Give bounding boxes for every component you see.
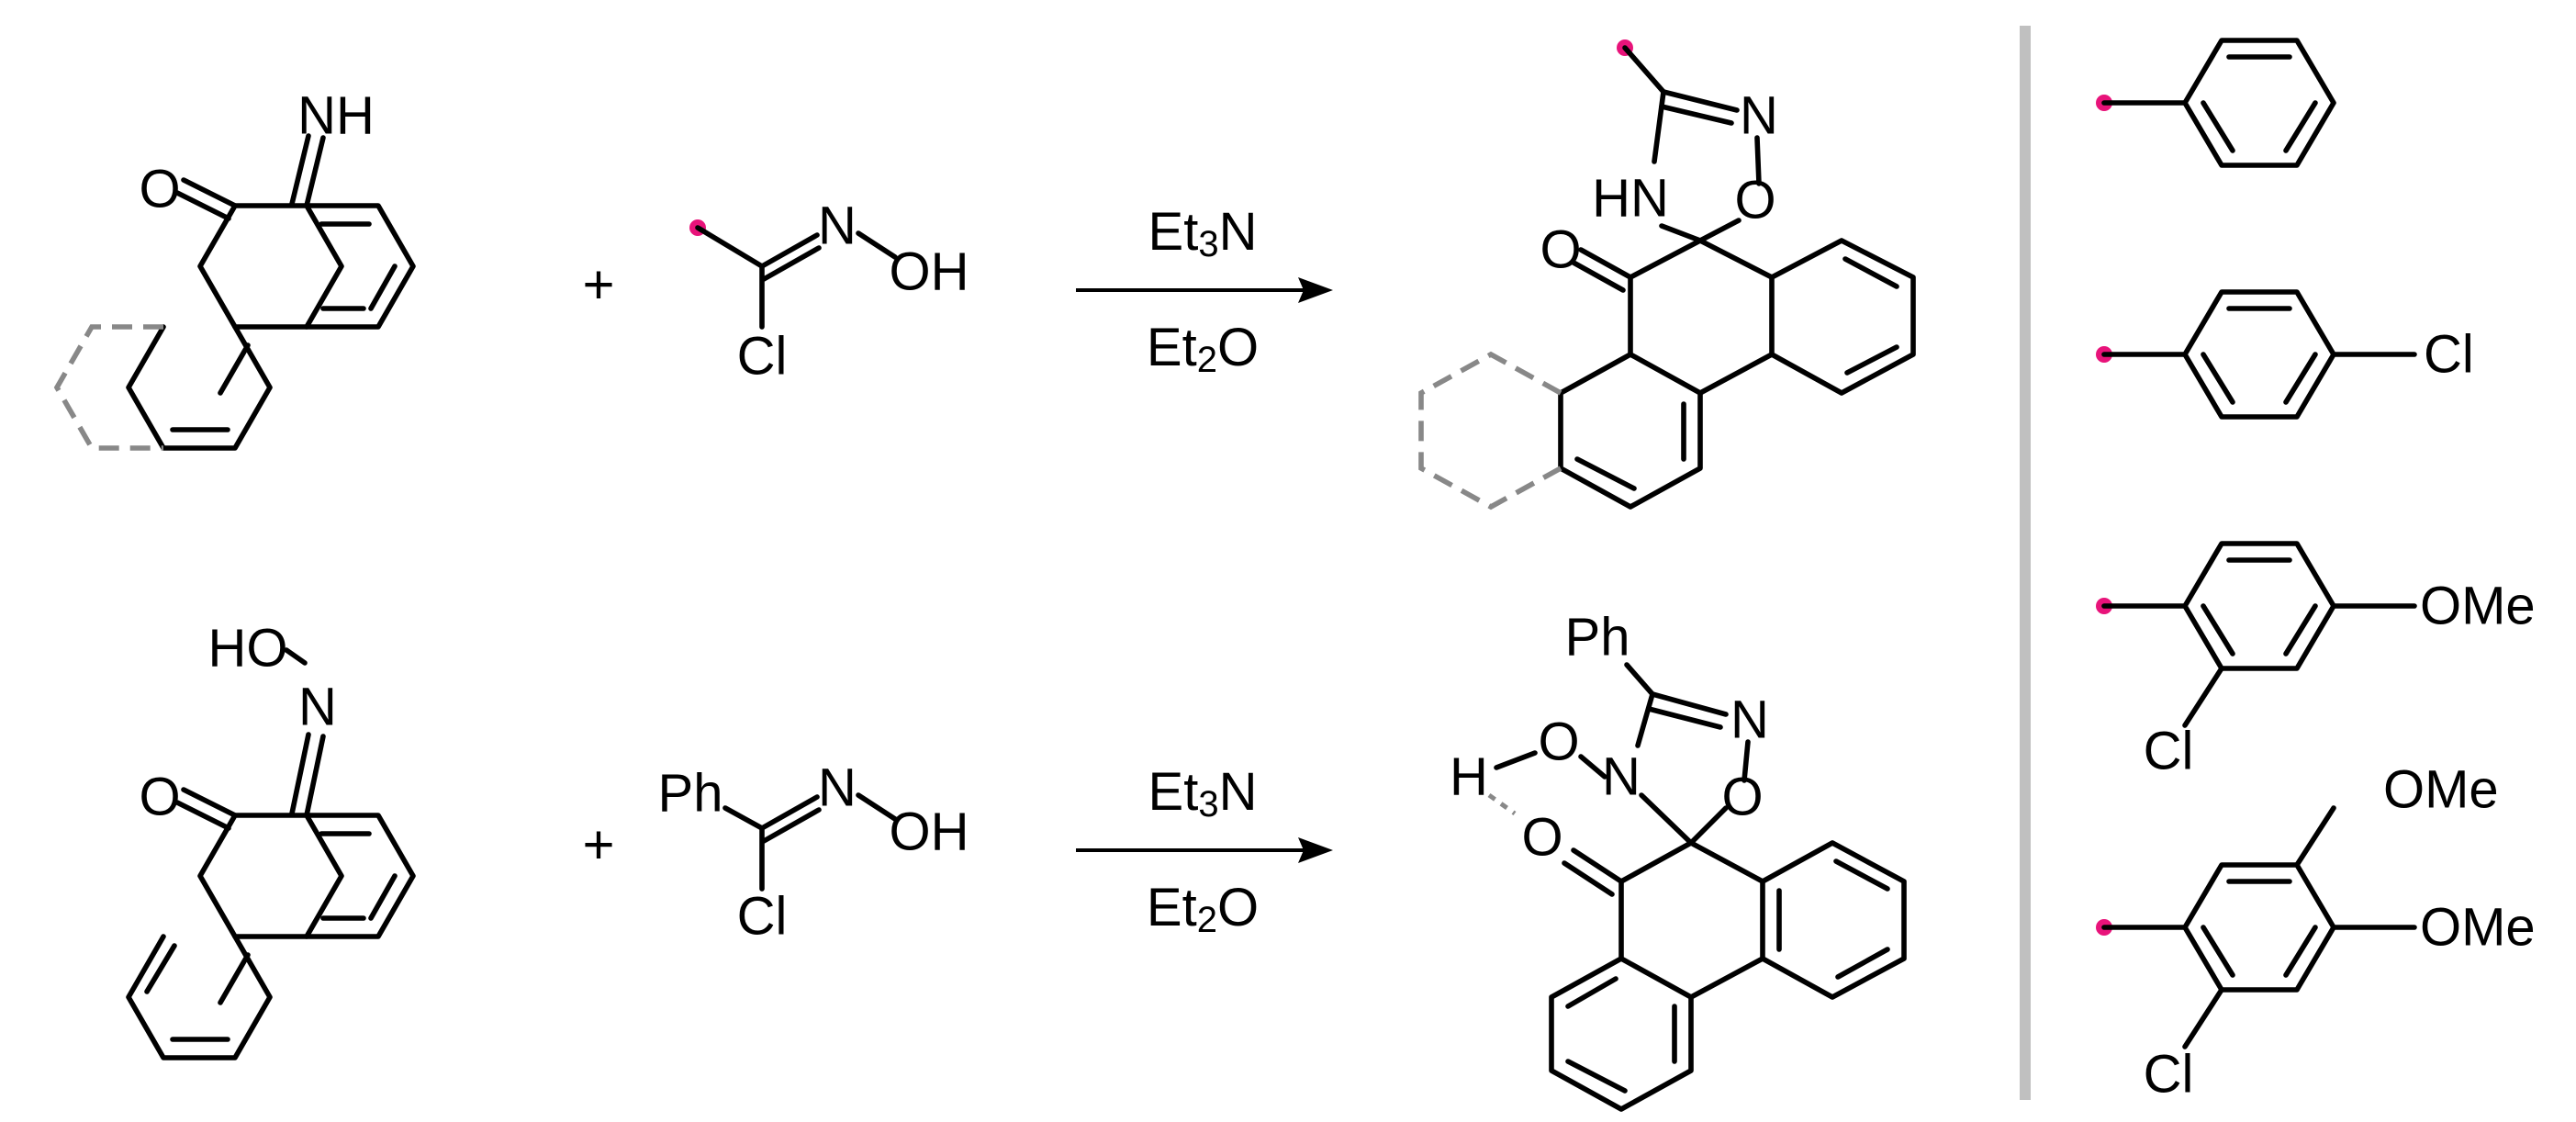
reaction1-starting-material: [53, 133, 416, 451]
vertical-divider: [2020, 26, 2031, 1100]
s3-cl: Cl: [2144, 722, 2194, 781]
substituent-2-chloro-4-methoxyphenyl: [2096, 541, 2417, 728]
r2-prod-ketone-o: O: [1521, 808, 1562, 868]
r1-prod-o: O: [1734, 171, 1775, 230]
s4-ome-top: OMe: [2383, 760, 2499, 820]
r2-prod-o-ring: O: [1538, 712, 1579, 772]
r2-oxime-cl: Cl: [737, 887, 788, 947]
s4-cl: Cl: [2144, 1045, 2194, 1105]
reaction2-product: [1487, 662, 1907, 1112]
substituent-4-chlorophenyl: [2096, 289, 2417, 420]
r1-reagent-top: Et3N: [1148, 202, 1258, 265]
r2-prod-n: N: [1602, 747, 1641, 807]
r1-reagent-bottom: Et2O: [1147, 318, 1259, 381]
r2-chloro-oxime: [722, 792, 898, 892]
r2-arrow: [1076, 837, 1333, 863]
r1-plus: +: [582, 254, 614, 316]
r2-prod-n2: N: [1730, 690, 1769, 750]
reaction1-product: [1418, 39, 1916, 511]
r2-sm-n: N: [298, 678, 337, 737]
r2-oxime-ph: Ph: [658, 764, 723, 824]
substituent-phenyl: [2096, 38, 2336, 168]
s2-cl: Cl: [2424, 325, 2474, 385]
substituent-2-chloro-4-5-dimethoxyphenyl: [2096, 805, 2417, 1049]
r1-prod-ketone-o: O: [1540, 220, 1581, 280]
r1-sm-imine-nh: NH: [297, 86, 375, 146]
r2-prod-h: H: [1450, 747, 1488, 807]
r2-sm-ketone-o: O: [139, 768, 180, 827]
r1-prod-n: N: [1740, 86, 1778, 146]
r1-oxime-n: N: [818, 196, 857, 256]
s3-ome: OMe: [2420, 577, 2536, 636]
r1-arrow: [1076, 277, 1333, 303]
r2-oxime-n: N: [818, 758, 857, 818]
r1-oxime-cl: Cl: [737, 327, 788, 387]
reaction2-starting-material: [126, 647, 416, 1060]
r2-prod-o2: O: [1721, 768, 1763, 827]
r1-prod-hn: HN: [1592, 169, 1669, 229]
r2-prod-ph: Ph: [1565, 608, 1630, 668]
r2-reagent-bottom: Et2O: [1147, 878, 1259, 941]
s4-ome-right: OMe: [2420, 898, 2536, 958]
r2-plus: +: [582, 814, 614, 876]
r1-sm-ketone-o: O: [139, 160, 180, 219]
r1-chloro-oxime: [689, 219, 898, 330]
r1-oxime-oh: OH: [890, 242, 969, 302]
r2-sm-ho: HO: [208, 619, 288, 679]
r2-reagent-top: Et3N: [1148, 762, 1258, 825]
r2-oxime-oh: OH: [890, 802, 969, 862]
